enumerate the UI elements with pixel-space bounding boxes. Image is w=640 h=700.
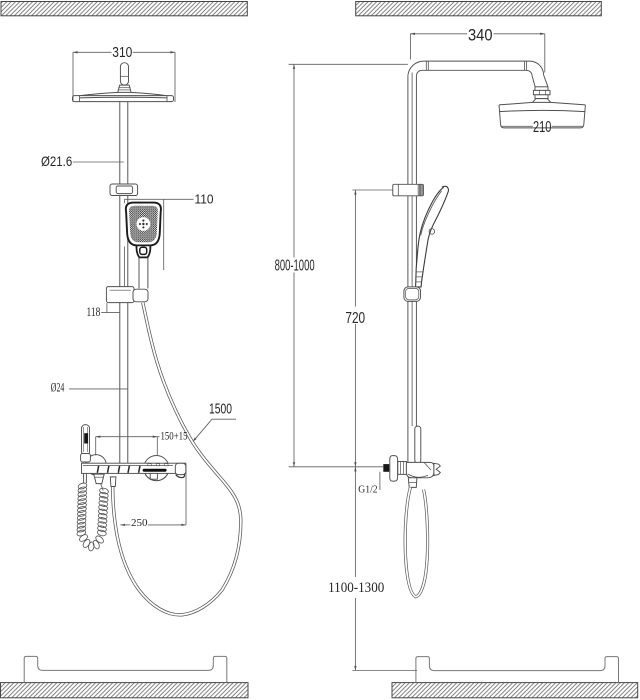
svg-text:Ø24: Ø24 [51, 381, 65, 395]
svg-text:150+15: 150+15 [161, 429, 188, 443]
svg-text:Ø21.6: Ø21.6 [41, 154, 72, 169]
svg-text:340: 340 [468, 26, 493, 44]
svg-text:800-1000: 800-1000 [275, 258, 315, 275]
svg-text:110: 110 [195, 191, 214, 206]
svg-text:720: 720 [345, 310, 365, 327]
svg-text:118: 118 [87, 305, 101, 319]
svg-text:G1/2: G1/2 [358, 483, 377, 495]
svg-text:1100-1300: 1100-1300 [328, 580, 384, 596]
svg-text:310: 310 [112, 45, 132, 61]
svg-text:250: 250 [131, 517, 148, 529]
svg-text:1500: 1500 [209, 401, 232, 418]
svg-text:210: 210 [533, 119, 552, 136]
